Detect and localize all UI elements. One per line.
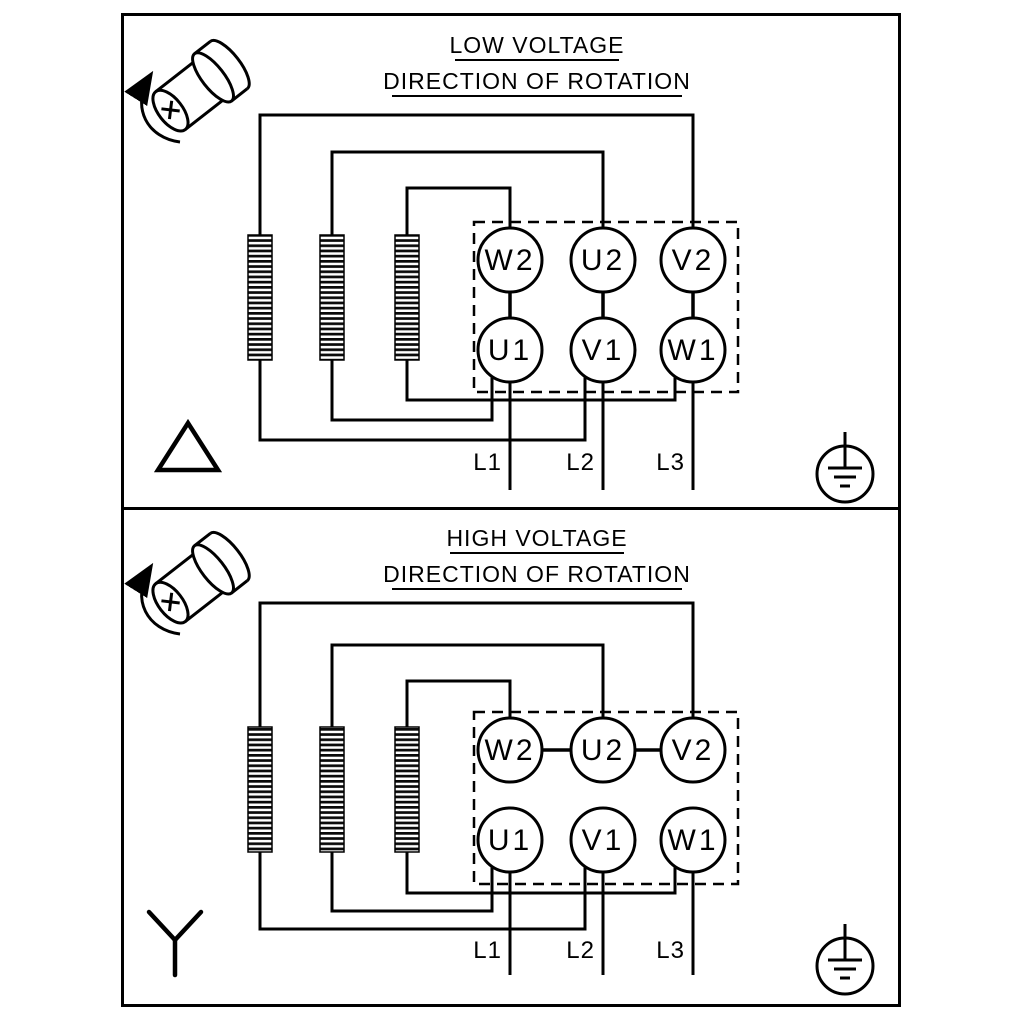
winding-coil xyxy=(394,234,420,361)
delta-links xyxy=(508,292,695,318)
wire-coil3-to-W1 xyxy=(405,852,677,895)
lead-labels: L1 L2 L3 xyxy=(473,449,685,476)
terminal-label: V1 xyxy=(582,824,625,857)
wire-coil1-to-V1 xyxy=(258,852,587,931)
supply-leads xyxy=(508,872,695,975)
lead-label-L2: L2 xyxy=(566,449,595,476)
rotation-direction-icon xyxy=(142,35,256,142)
wire-coil1-to-V2 xyxy=(258,113,695,235)
winding-coil xyxy=(319,726,345,853)
terminal-label: W1 xyxy=(668,334,719,367)
motor-windings xyxy=(247,234,420,361)
panel-title: HIGH VOLTAGE xyxy=(446,525,627,551)
wire-coil2-to-U1 xyxy=(330,360,494,422)
terminal-V1 xyxy=(569,806,637,874)
lead-label-L2: L2 xyxy=(566,937,595,964)
terminal-label: V1 xyxy=(582,334,625,367)
terminal-label: U1 xyxy=(488,824,532,857)
wire-coil1-to-V2 xyxy=(258,601,695,727)
panel-low-voltage: LOW VOLTAGE DIRECTION OF ROTATION xyxy=(121,13,901,510)
star-connection-icon xyxy=(146,909,204,978)
earth-ground-icon xyxy=(815,922,875,996)
panel-subtitle: DIRECTION OF ROTATION xyxy=(383,561,691,587)
lead-label-L3: L3 xyxy=(656,449,685,476)
terminal-label: U1 xyxy=(488,334,532,367)
earth-ground-icon xyxy=(815,430,875,504)
wire-coil3-to-W2 xyxy=(405,679,512,727)
winding-coil xyxy=(247,234,273,361)
wire-coil2-to-U2 xyxy=(330,643,605,727)
motor-windings xyxy=(247,726,420,853)
lead-label-L1: L1 xyxy=(473,449,502,476)
winding-wires xyxy=(258,113,695,442)
terminal-label: V2 xyxy=(672,244,715,277)
terminal-U2 xyxy=(569,716,637,784)
wire-coil2-to-U2 xyxy=(330,150,605,235)
terminal-W1 xyxy=(659,316,727,384)
rotation-direction-icon xyxy=(142,527,256,634)
lead-labels: L1 L2 L3 xyxy=(473,937,685,964)
terminal-label: V2 xyxy=(672,734,715,767)
winding-coil xyxy=(247,726,273,853)
terminal-W2 xyxy=(476,226,544,294)
terminal-V2 xyxy=(659,716,727,784)
terminals: W2 U2 V2 U1 V1 W1 xyxy=(476,716,727,874)
terminal-V2 xyxy=(659,226,727,294)
terminal-U1 xyxy=(476,806,544,874)
terminal-U2 xyxy=(569,226,637,294)
terminal-board-outline xyxy=(472,710,740,886)
wire-coil3-to-W2 xyxy=(405,186,512,235)
lead-label-L3: L3 xyxy=(656,937,685,964)
terminal-label: W2 xyxy=(485,244,536,277)
panel-frame xyxy=(121,507,901,1007)
lead-label-L1: L1 xyxy=(473,937,502,964)
delta-connection-icon xyxy=(153,418,223,473)
wire-coil3-to-W1 xyxy=(405,360,677,402)
supply-leads xyxy=(508,382,695,490)
terminal-V1 xyxy=(569,316,637,384)
panel-high-voltage: HIGH VOLTAGE DIRECTION OF ROTATION xyxy=(121,507,901,1007)
terminal-label: W1 xyxy=(668,824,719,857)
terminal-board-outline xyxy=(472,220,740,394)
wire-coil2-to-U1 xyxy=(330,852,494,913)
terminal-U1 xyxy=(476,316,544,384)
terminal-W2 xyxy=(476,716,544,784)
winding-coil xyxy=(394,726,420,853)
panel-title: LOW VOLTAGE xyxy=(449,32,624,58)
terminal-label: W2 xyxy=(485,734,536,767)
terminal-W1 xyxy=(659,806,727,874)
terminal-label: U2 xyxy=(581,734,625,767)
terminal-label: U2 xyxy=(581,244,625,277)
wire-coil1-to-V1 xyxy=(258,360,587,442)
terminals: W2 U2 V2 U1 V1 W1 xyxy=(476,226,727,384)
winding-wires xyxy=(258,601,695,931)
winding-coil xyxy=(319,234,345,361)
panel-subtitle: DIRECTION OF ROTATION xyxy=(383,68,691,94)
